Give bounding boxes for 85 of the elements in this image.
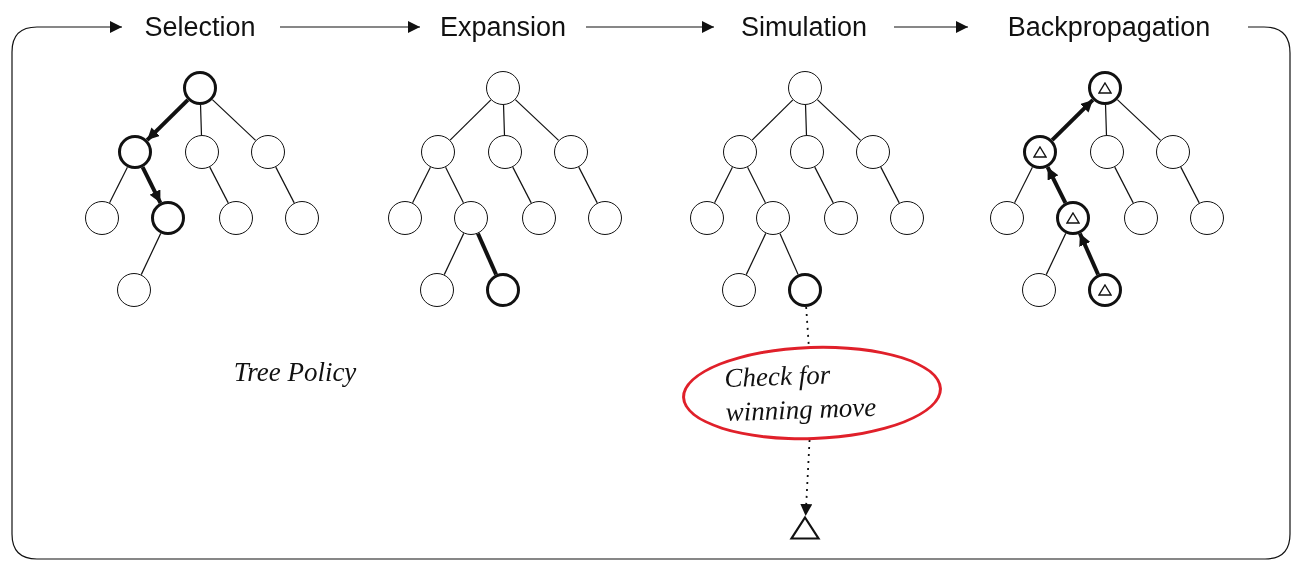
tree-branch	[1116, 99, 1162, 141]
tree-node	[486, 71, 520, 105]
tree-node	[890, 201, 924, 235]
tree-node	[251, 135, 285, 169]
tree-node	[790, 135, 824, 169]
arrow	[1045, 166, 1068, 204]
tree-branch	[514, 99, 560, 141]
arrow	[893, 21, 969, 33]
tree-node	[454, 201, 488, 235]
tree-branch	[1114, 166, 1134, 204]
tree-node	[554, 135, 588, 169]
tree-node	[85, 201, 119, 235]
tree-node	[856, 135, 890, 169]
tree-branch	[502, 104, 506, 136]
dotted-arrow	[800, 439, 813, 517]
tree-branch	[714, 166, 733, 204]
terminal-triangle	[790, 516, 820, 540]
tree-branch	[512, 166, 532, 204]
arrow	[279, 21, 421, 33]
tree-node	[151, 201, 185, 235]
tree-branch	[211, 99, 257, 141]
step-title: Simulation	[724, 8, 884, 46]
tree-node	[824, 201, 858, 235]
tree-branch	[1045, 232, 1067, 276]
tree-node	[1124, 201, 1158, 235]
tree-branch	[209, 166, 229, 204]
tree-node	[788, 71, 822, 105]
tree-node	[1023, 135, 1057, 169]
tree-branch	[880, 166, 900, 204]
arrow	[11, 21, 1291, 560]
tree-node	[183, 71, 217, 105]
tree-branch	[751, 99, 794, 141]
tree-node	[421, 135, 455, 169]
arrow	[585, 21, 715, 33]
tree-node	[117, 273, 151, 307]
tree-branch	[1180, 166, 1200, 204]
tree-node	[118, 135, 152, 169]
tree-branch	[745, 232, 767, 276]
tree-branch	[109, 166, 128, 204]
tree-branch	[779, 232, 799, 276]
tree-node	[756, 201, 790, 235]
tree-branch	[816, 99, 862, 141]
tree-node	[722, 273, 756, 307]
step-title: Backpropagation	[978, 8, 1240, 46]
tree-node	[1088, 273, 1122, 307]
tree-branch	[443, 232, 465, 276]
tree-node	[185, 135, 219, 169]
tree-node	[219, 201, 253, 235]
tree-node	[1190, 201, 1224, 235]
step-title: Expansion	[430, 8, 576, 46]
tree-node	[388, 201, 422, 235]
tree-node	[690, 201, 724, 235]
tree-branch	[412, 166, 431, 204]
tree-node	[723, 135, 757, 169]
step-title: Selection	[130, 8, 270, 46]
tree-node	[1056, 201, 1090, 235]
tree-branch	[1104, 104, 1108, 136]
tree-branch	[1014, 166, 1033, 204]
tree-node	[486, 273, 520, 307]
tree-branch	[445, 166, 464, 204]
arrow	[145, 98, 190, 142]
arrow	[140, 166, 163, 204]
tree-node	[588, 201, 622, 235]
tree-branch	[804, 104, 808, 136]
tree-node	[1022, 273, 1056, 307]
tree-branch	[747, 166, 766, 204]
tree-branch	[275, 166, 295, 204]
tree-node	[420, 273, 454, 307]
tree-node	[1088, 71, 1122, 105]
tree-branch	[140, 232, 162, 276]
tree-node	[788, 273, 822, 307]
tree-node	[488, 135, 522, 169]
tree-branch	[578, 166, 598, 204]
tree-node	[990, 201, 1024, 235]
tree-node	[1090, 135, 1124, 169]
arrow	[1050, 98, 1095, 142]
tree-branch	[199, 104, 203, 136]
policy-note: Tree Policy	[232, 356, 358, 389]
arrow	[1078, 232, 1100, 276]
tree-node	[285, 201, 319, 235]
tree-branch	[449, 99, 492, 141]
tree-branch	[814, 166, 834, 204]
tree-node	[522, 201, 556, 235]
tree-node	[1156, 135, 1190, 169]
tree-branch	[476, 232, 498, 276]
